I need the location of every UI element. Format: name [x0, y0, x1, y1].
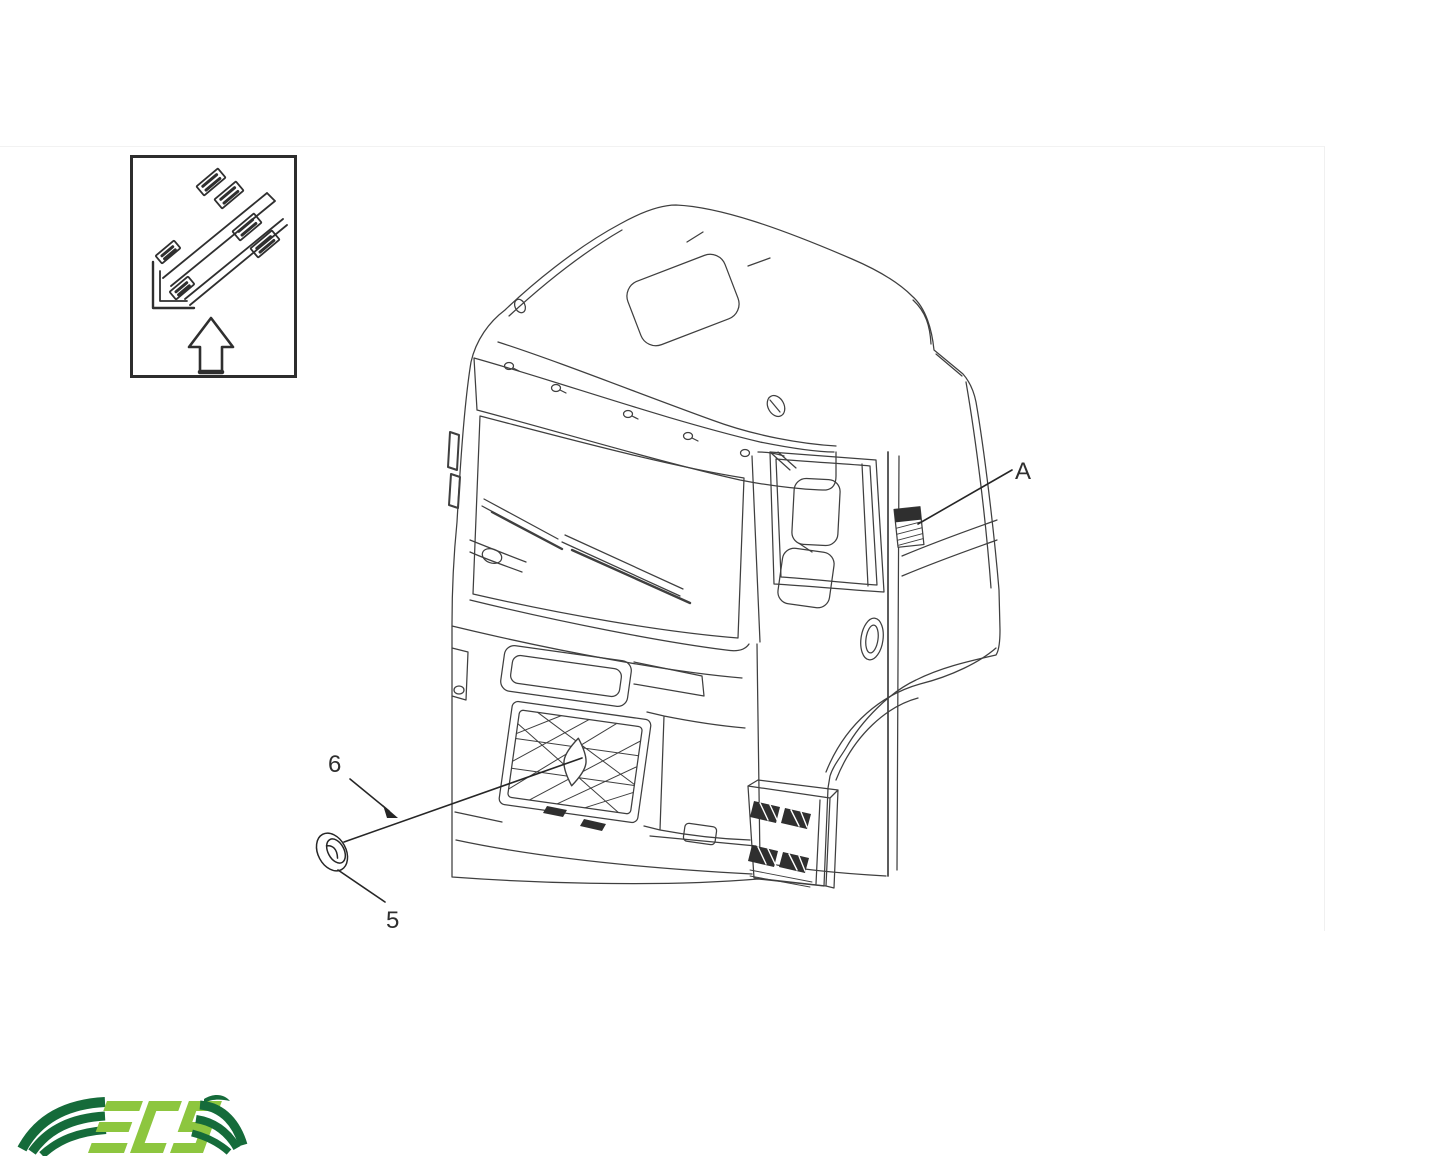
grille-diamond-logo [563, 737, 587, 787]
wiper-left [481, 498, 564, 551]
cab-silhouette [451, 204, 1001, 887]
wiper-right [561, 534, 692, 605]
side-panel-decal [893, 506, 925, 548]
roof-hatch [626, 253, 740, 347]
side-creases [901, 519, 998, 577]
roof-edge-inner [508, 229, 623, 317]
windshield [472, 415, 745, 639]
fastener-clip [315, 832, 349, 872]
diagram-panel [0, 146, 1325, 931]
logo-right-swoosh [195, 1115, 241, 1151]
callout-5-label: 5 [386, 907, 399, 934]
mirror-arm [769, 451, 797, 471]
grille [498, 700, 652, 824]
logo-right-swoosh [199, 1100, 248, 1147]
door-handle [860, 617, 884, 661]
mirror-main [791, 477, 841, 547]
emblem-letter-block [213, 180, 245, 210]
door-window [769, 451, 885, 593]
bumper-step-slot [682, 822, 718, 846]
emblem-strip-bar [162, 192, 276, 287]
mirror-bracket [799, 543, 813, 553]
roof-tick-marks [686, 231, 771, 267]
emblem-letter-block [195, 167, 227, 197]
corner-arrow-outline [151, 260, 196, 310]
door-bottom-edge [759, 861, 887, 877]
mirror-wide-angle [777, 547, 835, 609]
logo-right-swoosh [191, 1129, 232, 1155]
logo-left-swoosh [17, 1097, 106, 1152]
sun-visor [473, 357, 837, 491]
roof-corner-inner [912, 299, 963, 377]
emblem-letter-block [155, 239, 181, 265]
emblem-letter-block [249, 229, 281, 259]
orientation-inset [130, 155, 297, 378]
a-pillar-deflector [447, 431, 527, 573]
emblem-letter-block [231, 212, 263, 242]
callout-a-leader [917, 469, 1013, 525]
callout-6-label: 6 [328, 751, 341, 778]
front-upper-slot [500, 644, 632, 708]
corner-arrow-inner [159, 270, 188, 302]
wheel-arch [825, 647, 997, 781]
bumper-badge-marks [543, 806, 606, 831]
ecs-logo: ECS [17, 1095, 248, 1156]
entry-steps [747, 779, 839, 889]
door-front-edge [756, 643, 761, 863]
side-top-inner [965, 381, 992, 589]
left-corner-bracket [451, 647, 469, 701]
roof-grab-right [766, 394, 786, 418]
logo-left-swoosh [28, 1111, 106, 1155]
cowl-seam [469, 599, 750, 652]
logo-letters [88, 1101, 222, 1153]
left-corner-lamp [453, 685, 465, 695]
callout-5-leader [337, 869, 386, 903]
callout-6-leader [349, 778, 390, 812]
logo-right-swoosh [204, 1095, 230, 1103]
bumper-creases [454, 811, 757, 875]
roof-visor-seam [497, 341, 837, 447]
callout-6-arrowhead [383, 805, 398, 818]
front-bracket-right [633, 661, 705, 697]
emblem-letter-block [169, 275, 195, 301]
orientation-inset-drawing [151, 167, 288, 375]
roof-grab-left [513, 298, 527, 314]
callout-a-label: A [1015, 458, 1031, 485]
grille-side-trim [643, 711, 751, 841]
emblem-long-leader [343, 757, 583, 843]
visor-screws [503, 361, 751, 458]
roof-grab-line [769, 399, 781, 413]
